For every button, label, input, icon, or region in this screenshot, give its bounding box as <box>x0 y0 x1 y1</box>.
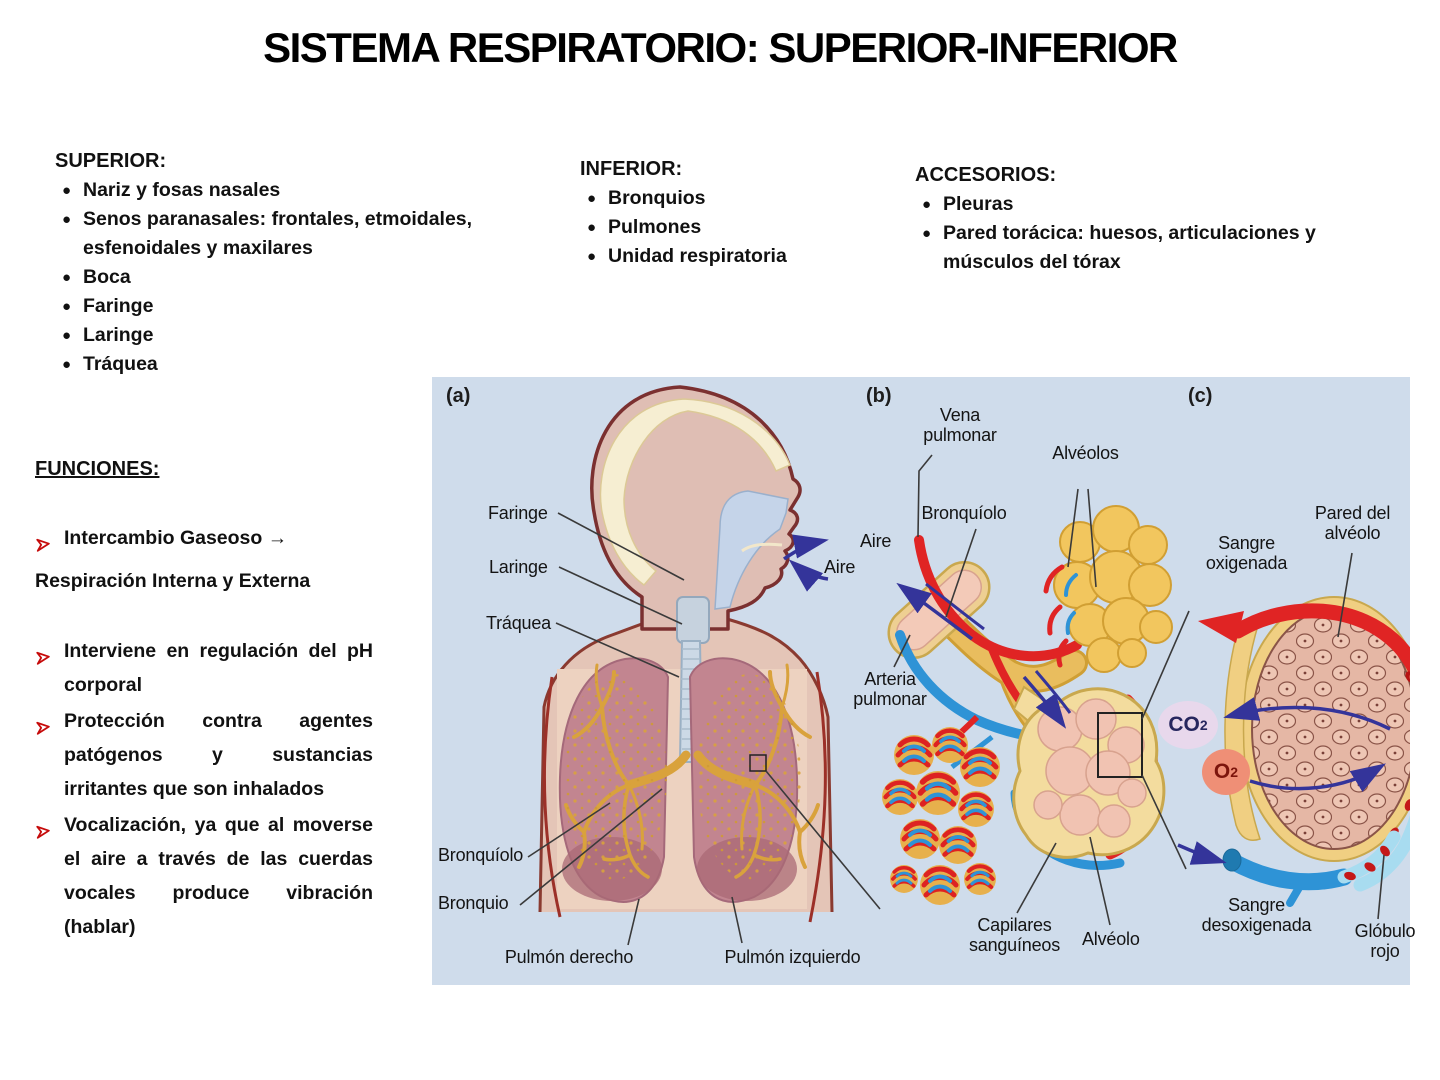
list-item: ●Senos paranasales: frontales, etmoidale… <box>55 205 525 263</box>
list-item: ●Pleuras <box>915 190 1370 219</box>
label-faringe: Faringe <box>488 503 548 523</box>
bullet-dot-icon: ● <box>587 219 597 236</box>
list-item: ●Boca <box>55 263 525 292</box>
list-inferior: INFERIOR: ●Bronquios ●Pulmones ●Unidad r… <box>580 154 840 271</box>
label-aire-b: Aire <box>860 531 892 551</box>
bullet-dot-icon: ● <box>62 356 72 373</box>
section-c-label: (c) <box>1188 385 1213 407</box>
list-item: ●Laringe <box>55 321 525 350</box>
label-bronquiolo-a: Bronquíolo <box>438 845 524 865</box>
red-arrow-left <box>1198 611 1244 643</box>
alveolar-sac <box>1012 670 1166 859</box>
arrow-bullet-icon <box>35 521 64 564</box>
accesorios-heading: ACCESORIOS: <box>915 164 1057 186</box>
label-alveolo: Alvéolo <box>1082 929 1140 949</box>
arrow-bullet-icon <box>35 634 64 702</box>
respiratory-diagram-panel: (a) (b) (c) Faringe Laringe Tráquea Aire… <box>432 377 1416 985</box>
deoxygenated-vessel <box>1222 830 1401 907</box>
list-item: ●Bronquios <box>580 184 840 213</box>
list-item: ●Pared torácica: huesos, articulaciones … <box>915 219 1370 277</box>
list-item: ●Unidad respiratoria <box>580 242 840 271</box>
label-globulo-rojo: Glóbulo rojo <box>1354 921 1416 962</box>
superior-heading: SUPERIOR: <box>55 150 167 172</box>
list-superior: SUPERIOR: ●Nariz y fosas nasales ●Senos … <box>55 146 525 379</box>
label-capilares-sanguineos: Capilares sanguíneos <box>968 915 1061 956</box>
bullet-dot-icon: ● <box>922 225 932 242</box>
label-sangre-oxigenada: Sangre oxigenada <box>1205 533 1288 574</box>
head-profile <box>590 385 802 631</box>
pleura-line-left <box>542 676 562 918</box>
bullet-dot-icon: ● <box>62 269 72 286</box>
funcion-item-continuation: Respiración Interna y Externa <box>35 570 311 592</box>
inferior-heading: INFERIOR: <box>580 158 683 180</box>
funciones-section: FUNCIONES: Intercambio Gaseoso → Respira… <box>35 458 373 944</box>
lungs <box>558 657 820 903</box>
air-flow-bronchiole <box>896 582 985 641</box>
label-pulmon-izquierdo: Pulmón izquierdo <box>724 947 861 967</box>
bullet-dot-icon: ● <box>922 196 932 213</box>
airway-passage <box>714 490 789 610</box>
list-item: ●Faringe <box>55 292 525 321</box>
page-title: SISTEMA RESPIRATORIO: SUPERIOR-INFERIOR <box>263 24 1178 71</box>
bullet-dot-icon: ● <box>587 248 597 265</box>
bullet-dot-icon: ● <box>62 327 72 344</box>
list-item: ●Pulmones <box>580 213 840 242</box>
label-traquea: Tráquea <box>486 613 551 633</box>
leader-lines <box>519 454 1385 946</box>
funciones-heading: FUNCIONES: <box>35 458 160 480</box>
air-flow-arrows <box>782 534 829 592</box>
section-b-label: (b) <box>866 385 892 407</box>
label-pulmon-derecho: Pulmón derecho <box>504 947 634 967</box>
bullet-dot-icon: ● <box>62 182 72 199</box>
list-accesorios: ACCESORIOS: ●Pleuras ●Pared torácica: hu… <box>915 160 1370 277</box>
label-bronquiolo-b: Bronquíolo <box>921 503 1007 523</box>
section-a-label: (a) <box>446 385 471 407</box>
arrow-bullet-icon <box>35 704 64 806</box>
arrow-bullet-icon <box>35 808 64 944</box>
bullet-dot-icon: ● <box>62 298 72 315</box>
lung-inset-box <box>749 754 767 772</box>
mouth-line <box>741 542 783 553</box>
funcion-item: Vocalización, ya que al moverse el aire … <box>35 808 373 944</box>
funcion-item: Intercambio Gaseoso → <box>35 521 373 564</box>
label-sangre-desoxigenada: Sangre desoxigenada <box>1201 895 1312 936</box>
inset-connector <box>765 770 881 910</box>
gas-exchange-arrows <box>1177 697 1391 865</box>
funcion-item: Protección contra agentes patógenos y su… <box>35 704 373 806</box>
list-item: ●Tráquea <box>55 350 525 379</box>
skull-bone <box>599 398 791 587</box>
label-pared-del-alveolo: Pared del alvéolo <box>1314 503 1391 544</box>
pleura-line-right <box>808 671 827 923</box>
respiratory-diagram-artwork <box>519 385 1410 946</box>
sac-inset-box <box>1097 712 1143 778</box>
label-laringe: Laringe <box>489 557 548 577</box>
oxygenated-vessel <box>1198 603 1410 683</box>
label-vena-pulmonar: Vena pulmonar <box>923 405 997 446</box>
label-bronquio: Bronquio <box>438 893 509 913</box>
bullet-dot-icon: ● <box>587 190 597 207</box>
label-alveolos: Alvéolos <box>1052 443 1119 463</box>
inset-connector-upper <box>1141 610 1190 720</box>
label-arteria-pulmonar: Arteria pulmonar <box>853 669 927 710</box>
label-aire-a: Aire <box>824 557 856 577</box>
capillary-ball-cluster <box>882 714 1000 905</box>
list-item: ●Nariz y fosas nasales <box>55 176 525 205</box>
inset-connector-lower <box>1141 774 1187 870</box>
funcion-item: Interviene en regulación del pH corporal <box>35 634 373 702</box>
bullet-dot-icon: ● <box>62 211 72 228</box>
cluster-capillaries <box>1043 564 1078 668</box>
